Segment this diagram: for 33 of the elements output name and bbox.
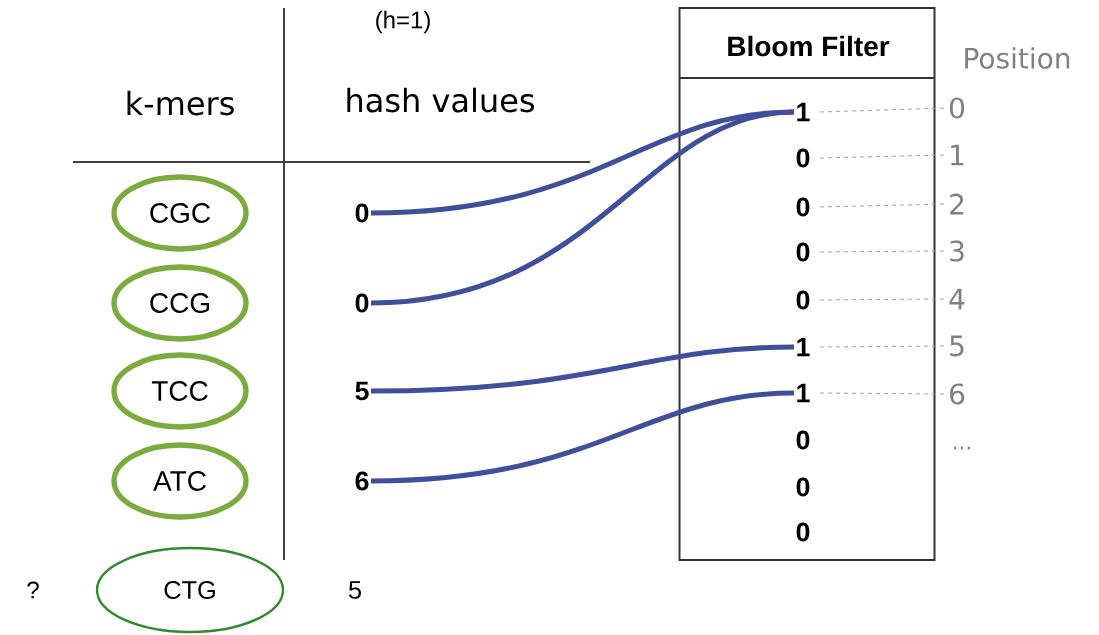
- hash-value: 5: [348, 581, 361, 599]
- position-number: 4: [949, 288, 965, 310]
- position-number: 1: [951, 144, 964, 166]
- bit-value: 0: [796, 477, 810, 497]
- hash-value: 0: [355, 293, 369, 313]
- leader-line: [819, 107, 947, 113]
- bit-value: 0: [796, 197, 810, 217]
- position-number: 3: [950, 240, 964, 262]
- connector-curve: [370, 109, 795, 216]
- position-number: 6: [950, 383, 965, 405]
- bit-value: 1: [797, 383, 810, 403]
- bit-value: 0: [796, 290, 810, 310]
- connector-curve: [370, 390, 795, 484]
- question-mark: ?: [27, 581, 39, 599]
- bit-value: 0: [796, 430, 810, 450]
- hash-value: 6: [355, 471, 369, 491]
- ellipsis-text: ...: [954, 446, 970, 450]
- column-heading: k-mers: [127, 90, 234, 116]
- bit-value: 0: [796, 148, 810, 168]
- bit-value: 1: [797, 102, 810, 122]
- position-number: 5: [950, 335, 964, 357]
- column-heading: Position: [965, 47, 1070, 69]
- connector-curve: [371, 344, 795, 394]
- hash-value: 0: [355, 203, 369, 223]
- hash-value: 5: [355, 381, 369, 401]
- position-number: 2: [950, 193, 964, 215]
- column-heading: hash values: [347, 87, 534, 113]
- position-number: 0: [949, 97, 965, 119]
- label-text: (h=1): [376, 10, 430, 34]
- bit-value: 0: [796, 522, 810, 542]
- connector-curve: [370, 109, 795, 306]
- bit-value: 0: [796, 242, 810, 262]
- bit-value: 1: [797, 337, 810, 357]
